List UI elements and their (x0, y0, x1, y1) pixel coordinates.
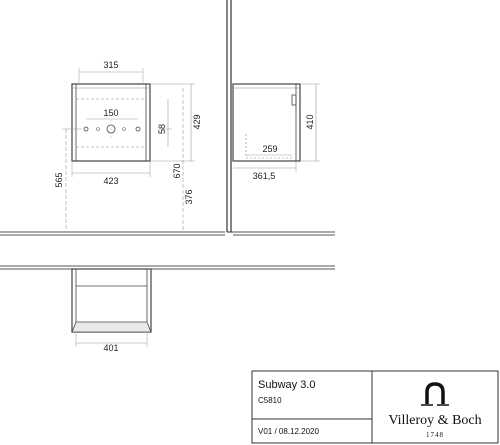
front-cabinet (71, 83, 151, 162)
dim-side-height: 410 (305, 114, 315, 129)
mounting-hole-right (135, 126, 141, 132)
side-view: 410 259 361,5 (232, 83, 320, 181)
dim-height-siphon: 58 (157, 124, 167, 134)
dim-height-total: 429 (192, 114, 202, 129)
brand-name: Villeroy & Boch (388, 413, 481, 428)
plan-view: 401 (71, 268, 152, 353)
dim-hole-spacing: 150 (103, 108, 118, 118)
dim-width-bottom: 423 (103, 176, 118, 186)
wall-line-plan (0, 265, 335, 270)
model-code: C5810 (258, 396, 282, 405)
side-cabinet (232, 83, 301, 162)
floor-line-elevation (0, 231, 335, 236)
model-name: Subway 3.0 (258, 379, 315, 391)
dim-height-base: 376 (184, 189, 194, 204)
front-view: 315 150 423 565 429 58 670 376 (54, 60, 202, 232)
version-date: V01 / 08.12.2020 (258, 427, 319, 436)
mounting-hole-left (83, 126, 89, 132)
dim-width-top: 315 (103, 60, 118, 70)
dim-depth-inner: 259 (262, 144, 277, 154)
dim-plan-width: 401 (103, 343, 118, 353)
handle (291, 94, 297, 106)
wall-section (226, 0, 232, 232)
brand-year: 1748 (426, 431, 444, 439)
dim-depth-total: 361,5 (253, 171, 276, 181)
dim-height-top: 670 (172, 163, 182, 178)
title-block: Subway 3.0 C5810 V01 / 08.12.2020 Viller… (251, 370, 499, 444)
dim-height-floor: 565 (54, 172, 64, 187)
villeroy-boch-logo: Villeroy & Boch 1748 (388, 382, 482, 439)
faucet-icon (425, 382, 445, 404)
